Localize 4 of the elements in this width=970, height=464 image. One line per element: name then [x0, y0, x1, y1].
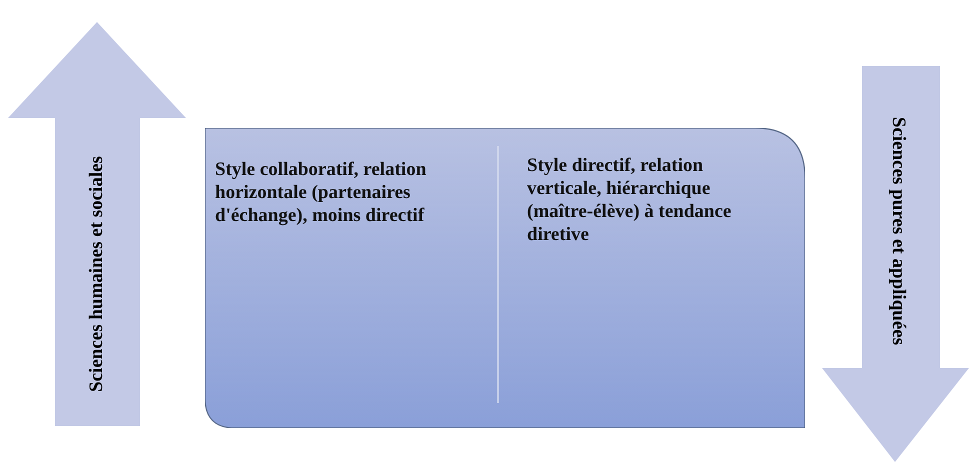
arrow-label: Sciences pures et appliquées	[887, 116, 910, 346]
arrow-label: Sciences humaines et sociales	[86, 156, 108, 392]
column-text: Style collaboratif, relation horizontale (partenaires d'échange), moins directif	[215, 158, 428, 227]
column-text: Style directif, relation verticale, hiérarchique (maître-élève) à tendance diretive	[527, 154, 732, 246]
